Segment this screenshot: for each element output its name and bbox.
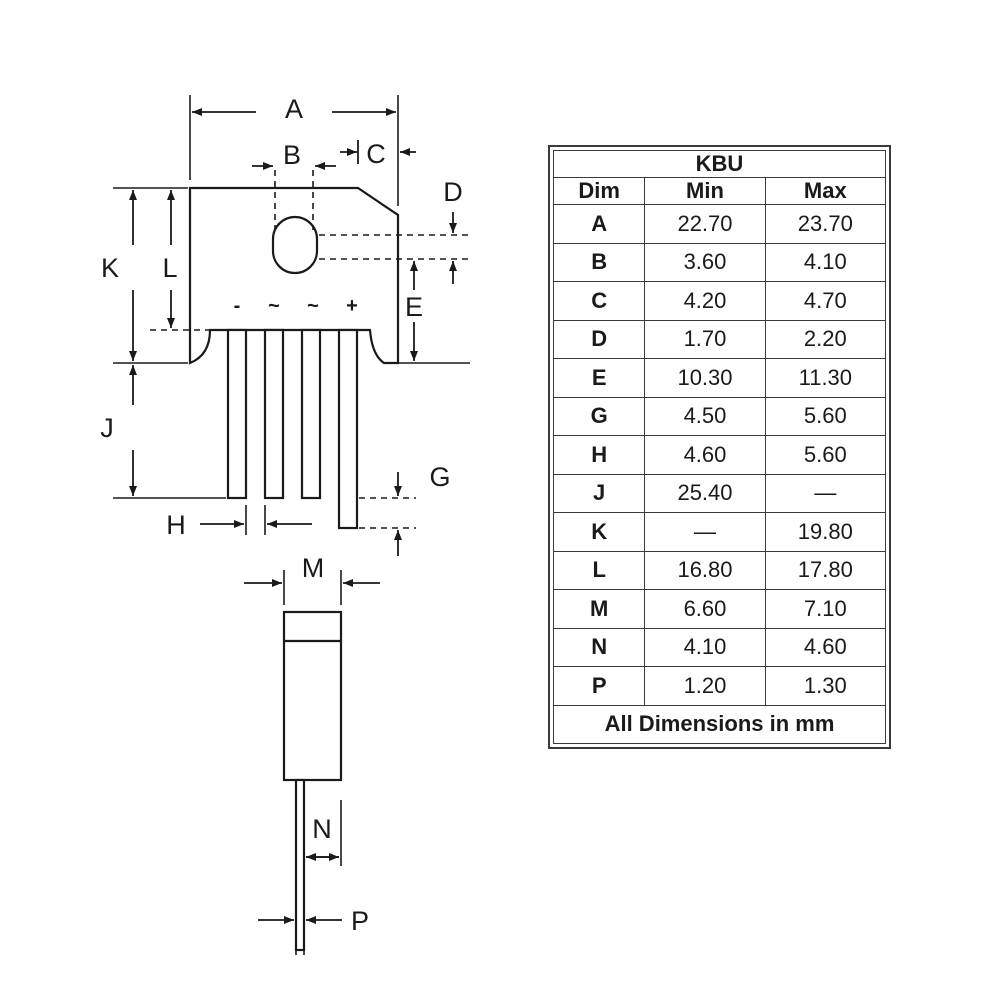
cell-dim: J xyxy=(552,473,646,513)
extension-lines xyxy=(113,95,470,955)
cell-min: 10.30 xyxy=(644,358,766,398)
cell-dim: M xyxy=(552,589,646,629)
cell-dim: E xyxy=(552,358,646,398)
dim-label-n: N xyxy=(312,814,332,844)
cell-min: — xyxy=(644,512,766,552)
cell-min: 6.60 xyxy=(644,589,766,629)
table-row: H 4.60 5.60 xyxy=(552,435,887,475)
table-row: L 16.80 17.80 xyxy=(552,550,887,590)
cell-min: 3.60 xyxy=(644,242,766,282)
table-row: N 4.10 4.60 xyxy=(552,627,887,667)
lead-4 xyxy=(337,328,359,530)
table-footer: All Dimensions in mm xyxy=(553,704,886,744)
cell-max: 19.80 xyxy=(764,512,887,552)
cell-dim: B xyxy=(552,242,646,282)
cell-dim: K xyxy=(552,512,646,552)
dim-label-k: K xyxy=(101,253,119,283)
dim-label-j: J xyxy=(100,413,114,443)
dim-label-d: D xyxy=(443,177,463,207)
cell-dim: H xyxy=(552,435,646,475)
cell-max: 7.10 xyxy=(764,589,887,629)
table-row: C 4.20 4.70 xyxy=(552,281,887,321)
cell-max: 23.70 xyxy=(764,204,887,244)
lead-3 xyxy=(300,328,322,500)
cell-max: 2.20 xyxy=(764,319,887,359)
cell-max: 5.60 xyxy=(764,396,887,436)
cell-max: 17.80 xyxy=(764,550,887,590)
cell-max: 1.30 xyxy=(764,666,887,706)
cell-dim: L xyxy=(552,550,646,590)
table-header-row: Dim Min Max xyxy=(552,177,887,205)
header-dim: Dim xyxy=(552,177,646,205)
table-row: G 4.50 5.60 xyxy=(552,396,887,436)
dim-label-a: A xyxy=(285,94,303,124)
dim-label-p: P xyxy=(351,906,369,936)
side-view-lead xyxy=(294,778,306,952)
pin-marking-positive: + xyxy=(346,295,358,317)
dim-label-g: G xyxy=(429,462,450,492)
cell-max: — xyxy=(764,473,887,513)
table-title: KBU xyxy=(553,150,886,178)
table-row: P 1.20 1.30 xyxy=(552,666,887,706)
dimension-arrows xyxy=(129,108,457,924)
dim-label-b: B xyxy=(283,140,301,170)
package-body xyxy=(188,186,400,365)
dim-label-l: L xyxy=(162,253,177,283)
dim-label-c: C xyxy=(366,139,386,169)
cell-min: 4.60 xyxy=(644,435,766,475)
mounting-hole xyxy=(271,215,319,275)
header-min: Min xyxy=(644,177,766,205)
cell-max: 4.10 xyxy=(764,242,887,282)
cell-max: 4.60 xyxy=(764,627,887,667)
table-row: M 6.60 7.10 xyxy=(552,589,887,629)
cell-min: 1.70 xyxy=(644,319,766,359)
header-max: Max xyxy=(764,177,887,205)
cell-min: 4.50 xyxy=(644,396,766,436)
table-row: B 3.60 4.10 xyxy=(552,242,887,282)
lead-2 xyxy=(263,328,285,500)
dimension-table: KBU Dim Min Max A 22.70 23.70 B 3.60 4.1… xyxy=(552,150,887,744)
cell-dim: P xyxy=(552,666,646,706)
pin-marking-ac-2: ~ xyxy=(307,295,319,317)
cell-max: 5.60 xyxy=(764,435,887,475)
table-footer-row: All Dimensions in mm xyxy=(553,704,886,744)
cell-dim: C xyxy=(552,281,646,321)
cell-min: 22.70 xyxy=(644,204,766,244)
cell-dim: G xyxy=(552,396,646,436)
dim-label-h: H xyxy=(166,510,186,540)
dim-label-m: M xyxy=(302,553,325,583)
cell-dim: N xyxy=(552,627,646,667)
cell-dim: D xyxy=(552,319,646,359)
lead-1 xyxy=(226,328,248,500)
cell-min: 25.40 xyxy=(644,473,766,513)
dimension-table-frame: KBU Dim Min Max A 22.70 23.70 B 3.60 4.1… xyxy=(548,145,891,749)
cell-min: 16.80 xyxy=(644,550,766,590)
cell-min: 4.10 xyxy=(644,627,766,667)
dim-label-e: E xyxy=(405,292,423,322)
table-row: E 10.30 11.30 xyxy=(552,358,887,398)
pin-marking-negative: - xyxy=(234,295,241,317)
table-row: D 1.70 2.20 xyxy=(552,319,887,359)
table-row: J 25.40 — xyxy=(552,473,887,513)
cell-min: 4.20 xyxy=(644,281,766,321)
cell-dim: A xyxy=(552,204,646,244)
cell-min: 1.20 xyxy=(644,666,766,706)
dashed-lines xyxy=(150,170,470,529)
pin-marking-ac-1: ~ xyxy=(268,295,280,317)
cell-max: 11.30 xyxy=(764,358,887,398)
table-row: A 22.70 23.70 xyxy=(552,204,887,244)
table-title-row: KBU xyxy=(553,150,886,178)
cell-max: 4.70 xyxy=(764,281,887,321)
table-row: K — 19.80 xyxy=(552,512,887,552)
side-view-body xyxy=(282,610,343,782)
